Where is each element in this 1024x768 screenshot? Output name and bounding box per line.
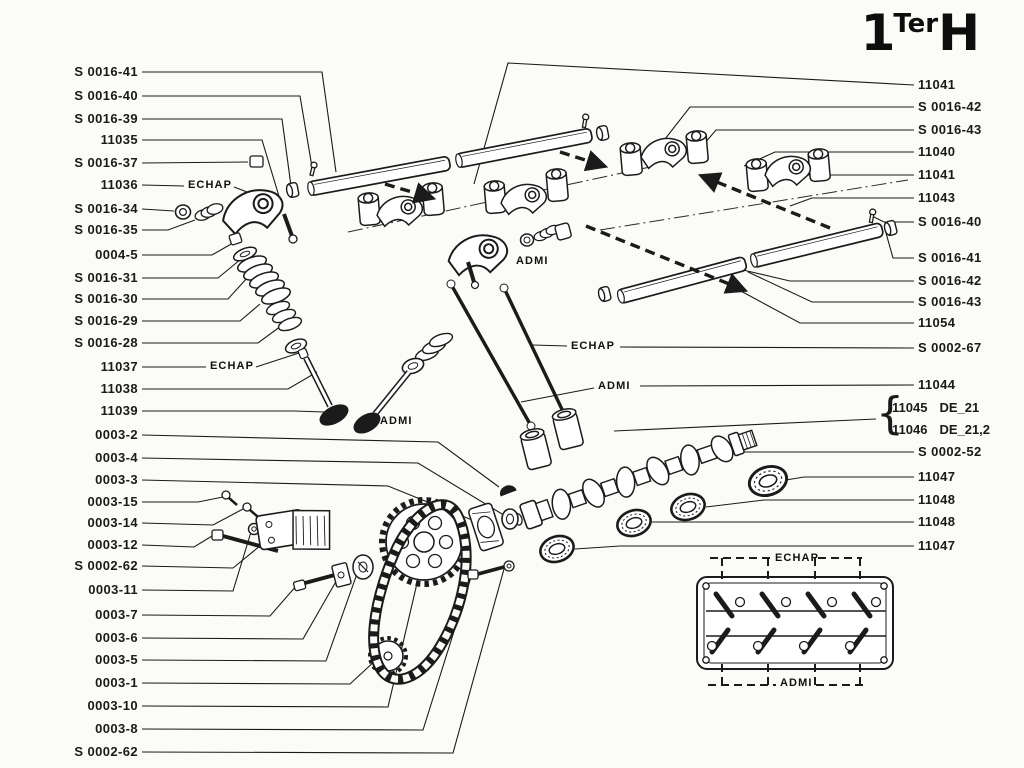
camshaft	[512, 429, 758, 530]
part-number-label: S 0016-42	[918, 99, 982, 114]
intake-rocker-assembly	[444, 222, 572, 290]
plate-code-main: 1	[860, 4, 896, 62]
part-number-label: S 0016-31	[74, 270, 138, 285]
part-number-label: S 0016-35	[74, 222, 138, 237]
part-size-note: DE_21	[939, 400, 980, 415]
part-number-label: 0003-12	[87, 537, 138, 552]
rocker-arm	[374, 192, 426, 230]
front-plate-group	[467, 485, 519, 580]
part-number-label: 0003-10	[87, 698, 138, 713]
part-number-label: 11037	[100, 359, 138, 374]
part-number-label: S 0016-43	[918, 294, 982, 309]
part-number-label: S 0016-42	[918, 273, 982, 288]
shaft-pin	[580, 112, 590, 129]
exhaust-function-label: ECHAP	[210, 360, 255, 372]
assembly-direction-arrows	[384, 150, 831, 294]
part-number-label: 0003-4	[95, 450, 138, 465]
part-number-label: 0003-1	[95, 675, 138, 690]
part-number-label: 11054	[918, 315, 956, 330]
part-number-label: S 0016-39	[74, 111, 138, 126]
leader-lines-left	[141, 71, 505, 754]
part-number-label: 11043	[918, 190, 956, 205]
exhaust-function-label: ECHAP	[188, 179, 233, 191]
chain-tensioner-group	[211, 490, 374, 592]
part-number-label: 0003-5	[95, 652, 138, 667]
plate-code: 1TerH	[861, 8, 980, 58]
part-number-label: S 0002-62	[74, 558, 138, 573]
part-number-label: 11044	[918, 377, 956, 392]
part-number-label: 0003-6	[95, 630, 138, 645]
rocker-shaft-tubes	[284, 112, 899, 304]
woodruff-key	[499, 485, 517, 497]
tappet-group-brace: {	[876, 388, 904, 439]
part-number-label: 11041	[918, 77, 956, 92]
plate-code-end: H	[938, 4, 980, 62]
part-number-label: S 0016-41	[918, 250, 982, 265]
intake-function-label: ADMI	[780, 677, 813, 689]
part-number-label: 11039	[100, 403, 138, 418]
shaft-pin	[307, 160, 319, 177]
part-number-label: S 0002-62	[74, 744, 138, 759]
part-size-note: DE_21,2	[939, 422, 991, 437]
part-number-label: S 0002-67	[918, 340, 982, 355]
part-number-label: 0003-2	[95, 427, 138, 442]
exhaust-function-label: ECHAP	[571, 340, 616, 352]
part-number-label: S 0016-30	[74, 291, 138, 306]
part-number-label: 11048	[918, 492, 956, 507]
part-number-label: 0003-15	[87, 494, 138, 509]
part-number-label: 11040	[918, 144, 956, 159]
part-number-label: 0003-8	[95, 721, 138, 736]
exhaust-valve-spring-stack	[228, 232, 349, 426]
rocker-arm	[638, 134, 690, 172]
part-number-label: 11045	[892, 400, 928, 415]
part-number-label: 0003-14	[87, 515, 138, 530]
shaft-end-plug	[284, 181, 300, 199]
part-number-label: 11041	[918, 167, 956, 182]
tappet-part-row: 11045 DE_21	[892, 399, 979, 416]
part-number-label: 0003-3	[95, 472, 138, 487]
part-number-label: S 0016-40	[918, 214, 982, 229]
part-number-label: S 0016-41	[74, 64, 138, 79]
rocker-pedestals	[357, 129, 832, 230]
intake-function-label: ADMI	[516, 255, 549, 267]
part-number-label: S 0016-29	[74, 313, 138, 328]
tappet-part-row: 11046 DE_21,2	[892, 421, 990, 438]
exhaust-function-label: ECHAP	[775, 552, 820, 564]
inset-valve-row-markers	[708, 557, 864, 686]
part-number-label: S 0016-34	[74, 201, 138, 216]
part-number-label: 0003-11	[88, 582, 138, 597]
part-number-label: S 0002-52	[918, 444, 982, 459]
part-number-label: 11048	[918, 514, 956, 529]
part-number-label: 11038	[100, 381, 138, 396]
shaft-pin	[867, 207, 877, 224]
intake-function-label: ADMI	[380, 415, 413, 427]
shaft-end-plug	[596, 285, 613, 304]
shaft-end-plug	[594, 124, 610, 142]
cylinder-head-inset	[696, 557, 894, 686]
part-number-label: S 0016-28	[74, 335, 138, 350]
shaft-end-plug	[882, 219, 899, 238]
rocker-arm	[498, 180, 550, 218]
part-number-label: 11036	[100, 177, 138, 192]
plate-code-sup: Ter	[893, 9, 939, 39]
part-number-label: 11047	[918, 469, 956, 484]
part-number-label: 11046	[892, 422, 928, 437]
intake-valve-spring-stack	[353, 332, 454, 434]
part-number-label: 11047	[918, 538, 956, 553]
intake-function-label: ADMI	[598, 380, 631, 392]
rocker-arm	[762, 152, 814, 190]
exhaust-rocker-assembly	[174, 155, 298, 244]
part-number-label: 0004-5	[95, 247, 138, 262]
timing-chain-drive	[368, 497, 472, 685]
part-number-label: S 0016-40	[74, 88, 138, 103]
part-number-label: 11035	[100, 132, 138, 147]
part-number-label: 0003-7	[95, 607, 138, 622]
part-number-label: S 0016-43	[918, 122, 982, 137]
part-number-label: S 0016-37	[74, 155, 138, 170]
pushrods-and-tappets	[446, 279, 585, 472]
